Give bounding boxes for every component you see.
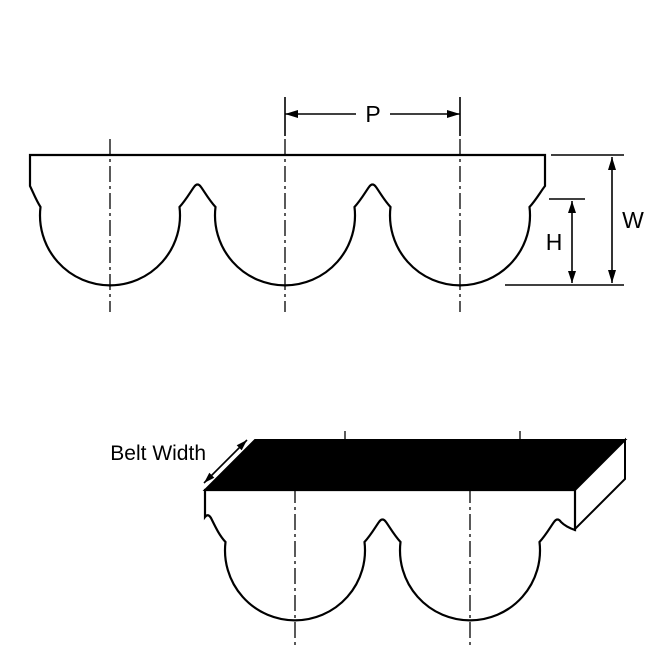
belt-profile-section: P W H	[28, 97, 644, 312]
belt-width-label: Belt Width	[110, 442, 206, 465]
height-label: H	[546, 229, 563, 255]
height-arrow-bottom-icon	[568, 271, 576, 283]
pitch-arrow-left-icon	[285, 110, 298, 118]
belt-width-annotation: Belt Width	[110, 439, 248, 484]
width-arrow-bottom-icon	[608, 270, 616, 283]
pitch-dimension: P	[284, 97, 461, 136]
tooth-centerlines	[109, 139, 461, 312]
belt-3d-view: Belt Width	[110, 431, 628, 648]
belt-front-face-outline	[203, 488, 577, 622]
belt-section-outline	[28, 153, 547, 287]
belt-width-arrowhead-upper-icon	[236, 440, 247, 451]
width-label: W	[622, 207, 644, 233]
width-dimension: W	[505, 154, 644, 286]
belt-top-face	[202, 439, 628, 491]
pitch-label: P	[365, 101, 380, 127]
belt-width-arrowhead-lower-icon	[204, 472, 215, 483]
pitch-arrow-right-icon	[447, 110, 460, 118]
back-edge-ticks	[344, 431, 521, 441]
width-arrow-top-icon	[608, 157, 616, 170]
height-dimension: H	[546, 198, 585, 283]
height-arrow-top-icon	[568, 201, 576, 213]
